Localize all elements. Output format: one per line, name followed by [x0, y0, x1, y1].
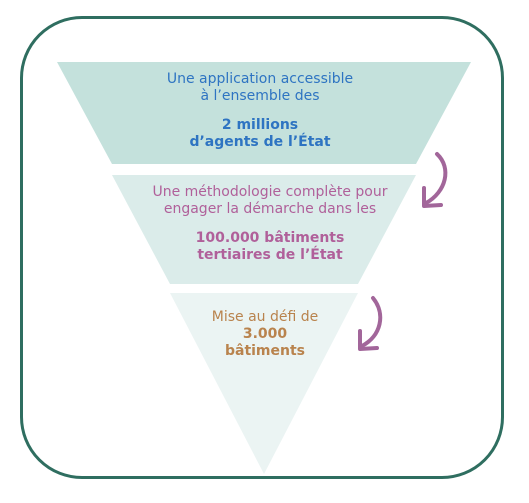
tier2-text: Une méthodologie complète pour engager l… [120, 184, 420, 264]
tier1-trapezoid [57, 62, 471, 164]
tier1-highlight-line: 2 millions [221, 117, 299, 133]
curved-arrow-down-left-icon [358, 296, 383, 351]
tier3-highlight-line: bâtiments [224, 343, 306, 359]
tier2-trapezoid [112, 175, 416, 284]
tier2-intro-line: Une méthodologie complète pour [152, 184, 388, 200]
tier1-highlight-line: d’agents de l’État [189, 134, 331, 150]
tier2-intro-line: engager la démarche dans les [163, 201, 377, 217]
tier3-triangle [170, 293, 358, 474]
tier3-text: Mise au défi de 3.000 bâtiments [190, 309, 340, 360]
tier2-highlight-line: 100.000 bâtiments [195, 230, 345, 246]
tier1-text: Une application accessible à l’ensemble … [100, 71, 420, 151]
tier3-highlight-line: 3.000 [242, 326, 288, 342]
tier3-intro-line: Mise au défi de [211, 309, 319, 325]
curved-arrow-down-left-icon [422, 152, 448, 208]
tier1-intro-line: à l’ensemble des [200, 88, 320, 104]
tier2-highlight-line: tertiaires de l’État [197, 247, 343, 263]
tier1-intro-line: Une application accessible [166, 71, 354, 87]
